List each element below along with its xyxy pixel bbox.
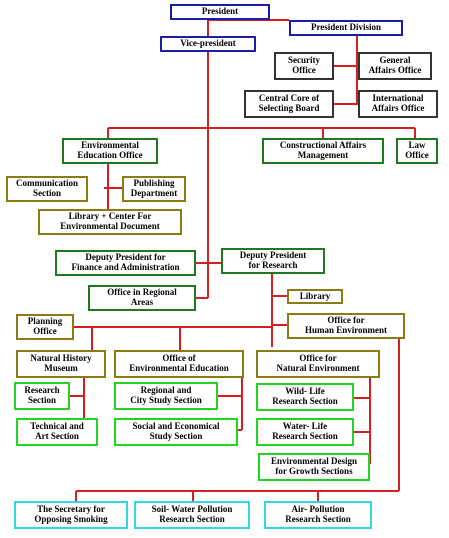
office-natural-environment-label: Office for Natural Environment xyxy=(276,353,360,373)
communication-section-box: Communication Section xyxy=(6,176,88,202)
environmental-education-office-box: Environmental Education Office xyxy=(62,138,158,164)
environmental-design-growth-sections-box: Environmental Design for Growth Sections xyxy=(258,453,370,481)
law-office-label: Law Office xyxy=(405,140,429,160)
technical-art-section-label: Technical and Art Section xyxy=(30,421,84,441)
secretary-opposing-smoking-box: The Secretary for Opposing Smoking xyxy=(14,501,128,529)
library-center-environmental-document-box: Library + Center For Environmental Docum… xyxy=(38,209,182,235)
law-office-box: Law Office xyxy=(396,138,438,164)
social-economical-study-section-box: Social and Economical Study Section xyxy=(114,418,238,446)
president-division-label: President Division xyxy=(310,22,382,33)
wildlife-research-section-box: Wild- Life Research Section xyxy=(256,383,354,411)
security-office-box: Security Office xyxy=(274,52,334,80)
regional-city-study-section-label: Regional and City Study Section xyxy=(130,385,202,405)
research-section-box: Research Section xyxy=(14,382,70,410)
deputy-president-research-label: Deputy President for Research xyxy=(239,250,307,270)
office-environmental-education-box: Office of Environmental Education xyxy=(114,350,244,378)
general-affairs-office-label: General Affairs Office xyxy=(368,55,422,75)
deputy-president-finance-administration-label: Deputy President for Finance and Adminis… xyxy=(71,252,180,272)
security-office-label: Security Office xyxy=(288,55,320,75)
natural-history-museum-box: Natural History Museum xyxy=(16,350,106,378)
constructional-affairs-management-label: Constructional Affairs Management xyxy=(279,140,367,160)
office-human-environment-box: Office for Human Environment xyxy=(287,313,405,339)
deputy-president-research-box: Deputy President for Research xyxy=(221,248,325,274)
natural-history-museum-label: Natural History Museum xyxy=(30,353,92,373)
technical-art-section-box: Technical and Art Section xyxy=(16,418,98,446)
wildlife-research-section-label: Wild- Life Research Section xyxy=(272,386,338,406)
water-life-research-section-label: Water- Life Research Section xyxy=(272,421,338,441)
library-label: Library xyxy=(299,290,331,301)
secretary-opposing-smoking-label: The Secretary for Opposing Smoking xyxy=(34,504,108,524)
air-pollution-research-section-box: Air- Pollution Research Section xyxy=(264,501,372,529)
central-core-selecting-board-box: Central Core of Selecting Board xyxy=(244,90,334,118)
planning-office-label: Planning Office xyxy=(27,316,63,336)
communication-section-label: Communication Section xyxy=(15,178,78,198)
international-affairs-office-label: International Affairs Office xyxy=(371,93,425,113)
office-human-environment-label: Office for Human Environment xyxy=(304,315,388,335)
international-affairs-office-box: International Affairs Office xyxy=(358,90,438,118)
office-natural-environment-box: Office for Natural Environment xyxy=(256,350,380,378)
research-section-label: Research Section xyxy=(24,385,60,405)
president-box: President xyxy=(170,4,270,20)
publishing-department-box: Publishing Department xyxy=(122,176,186,202)
air-pollution-research-section-label: Air- Pollution Research Section xyxy=(285,504,351,524)
constructional-affairs-management-box: Constructional Affairs Management xyxy=(262,138,384,164)
office-environmental-education-label: Office of Environmental Education xyxy=(129,353,229,373)
social-economical-study-section-label: Social and Economical Study Section xyxy=(132,421,220,441)
general-affairs-office-box: General Affairs Office xyxy=(358,52,432,80)
water-life-research-section-box: Water- Life Research Section xyxy=(256,418,354,446)
president-label: President xyxy=(201,6,239,17)
vice-president-label: Vice-president xyxy=(180,38,236,49)
deputy-president-finance-administration-box: Deputy President for Finance and Adminis… xyxy=(55,250,196,276)
library-box: Library xyxy=(287,289,343,304)
planning-office-box: Planning Office xyxy=(16,314,74,340)
central-core-selecting-board-label: Central Core of Selecting Board xyxy=(258,93,320,113)
vice-president-box: Vice-president xyxy=(160,36,256,52)
library-center-environmental-document-label: Library + Center For Environmental Docum… xyxy=(60,211,160,231)
environmental-education-office-label: Environmental Education Office xyxy=(77,140,143,160)
regional-city-study-section-box: Regional and City Study Section xyxy=(114,382,218,410)
president-division-box: President Division xyxy=(289,20,403,36)
soil-water-pollution-research-section-box: Soil- Water Pollution Research Section xyxy=(134,501,250,529)
environmental-design-growth-sections-label: Environmental Design for Growth Sections xyxy=(270,456,358,476)
office-regional-areas-label: Office in Regional Areas xyxy=(107,287,177,307)
office-regional-areas-box: Office in Regional Areas xyxy=(88,285,196,311)
soil-water-pollution-research-section-label: Soil- Water Pollution Research Section xyxy=(151,504,233,524)
publishing-department-label: Publishing Department xyxy=(130,178,178,198)
